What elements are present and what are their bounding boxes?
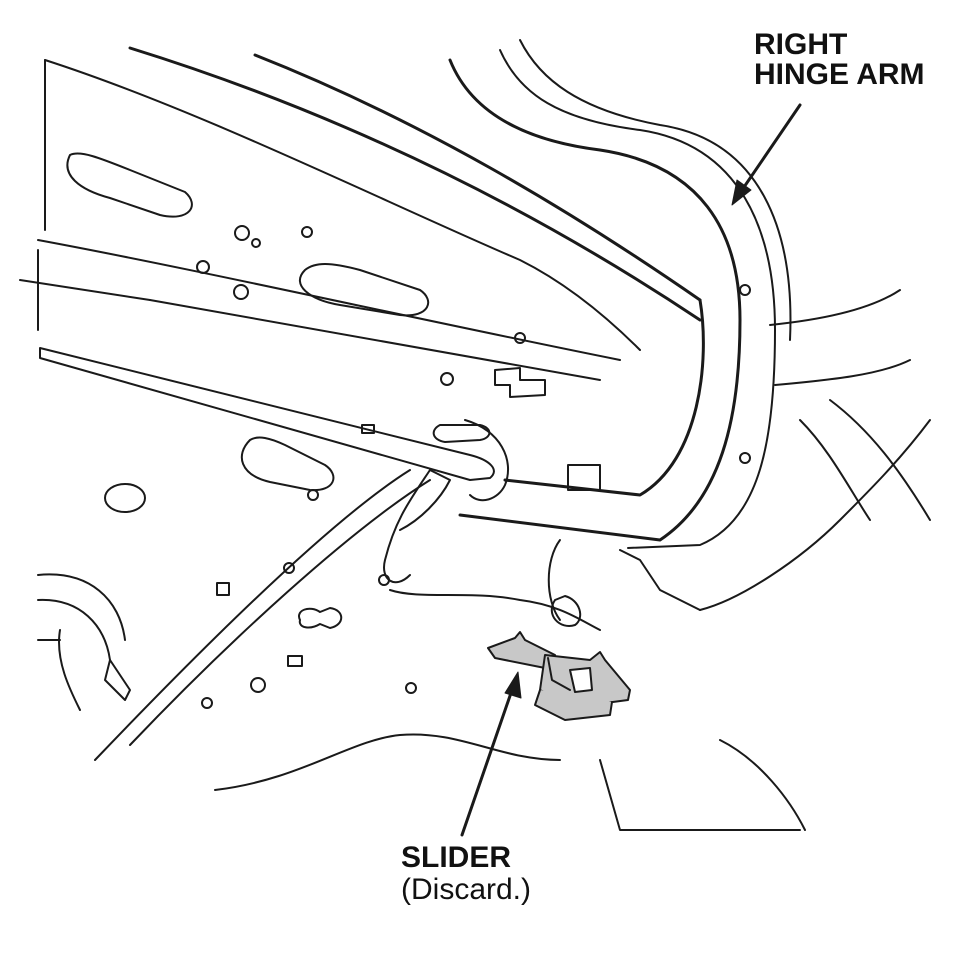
slider-label-name: SLIDER: [401, 841, 512, 874]
right-hinge-arm-label-line1: RIGHT: [754, 28, 848, 61]
slider-label-note: (Discard.): [401, 873, 532, 906]
left-wheel-well: [37, 573, 131, 711]
panel-square-notches: [216, 367, 601, 667]
slider-part: [487, 631, 631, 721]
hinge-arm-leader: [731, 103, 802, 206]
slider-leader: [460, 671, 522, 837]
support-rod: [39, 347, 510, 502]
right-hinge-arm-label: RIGHT HINGE ARM: [754, 30, 925, 90]
right-hinge-arm: [448, 39, 911, 549]
lower-body-structure: [94, 399, 931, 831]
slider-label: SLIDER (Discard.): [401, 843, 531, 905]
right-hinge-arm-label-line2: HINGE ARM: [754, 58, 925, 91]
panel-oblong-holes: [66, 152, 430, 513]
trunk-lid-panel: [19, 46, 702, 381]
